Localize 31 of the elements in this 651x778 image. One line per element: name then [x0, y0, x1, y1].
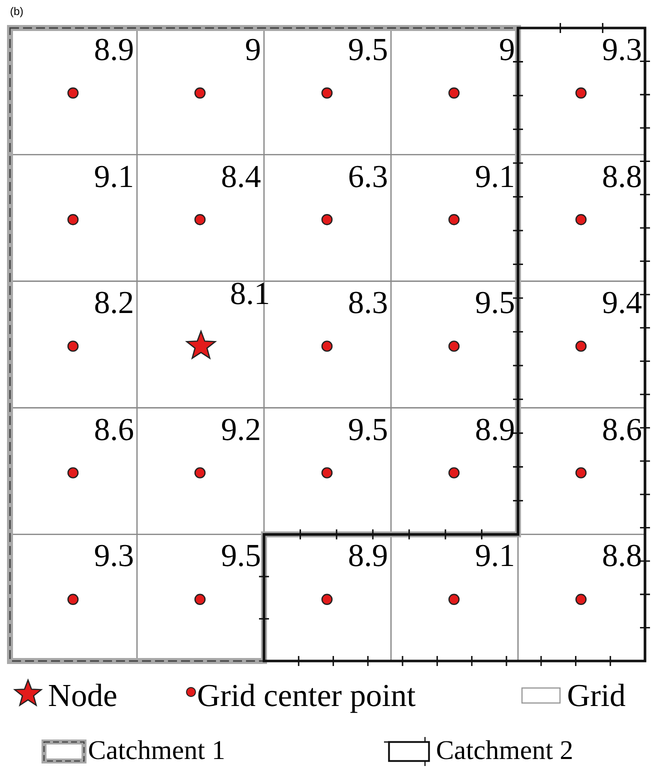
- cell-value: 8.9: [94, 33, 134, 65]
- cell-value: 9.1: [94, 160, 134, 192]
- cell-value: 9: [245, 33, 261, 65]
- cell-value: 9.4: [602, 286, 642, 318]
- cell-value: 8.8: [602, 160, 642, 192]
- cell-value: 8.6: [602, 412, 642, 445]
- cell-value: 9.5: [348, 412, 388, 445]
- cell-value: 9.1: [475, 539, 515, 572]
- cell-value: 9.5: [475, 286, 515, 318]
- cell-value: 9.1: [475, 160, 515, 192]
- cell-value: 8.3: [348, 286, 388, 318]
- cell-value: 8.6: [94, 412, 134, 445]
- cell-value: 9.5: [221, 539, 261, 572]
- legend-label: Catchment 1: [88, 734, 226, 767]
- cell-value: 9.3: [94, 539, 134, 572]
- legend-label: Grid center point: [197, 678, 416, 712]
- cell-value: 9.2: [221, 412, 261, 445]
- legend-label: Catchment 2: [436, 734, 574, 767]
- cell-value: 8.2: [94, 286, 134, 318]
- cell-value: 6.3: [348, 160, 388, 192]
- cell-value: 8.9: [348, 539, 388, 572]
- cell-value: 8.4: [221, 160, 261, 192]
- cell-value: 9.5: [348, 33, 388, 65]
- cell-value: 9: [499, 33, 515, 65]
- cell-value: 8.1: [230, 277, 270, 310]
- panel-label: (b): [10, 6, 24, 18]
- legend-label: Grid: [567, 678, 626, 712]
- legend-label: Node: [48, 678, 118, 712]
- cell-value: 8.8: [602, 539, 642, 572]
- cell-value: 8.9: [475, 412, 515, 445]
- cell-value: 9.3: [602, 33, 642, 65]
